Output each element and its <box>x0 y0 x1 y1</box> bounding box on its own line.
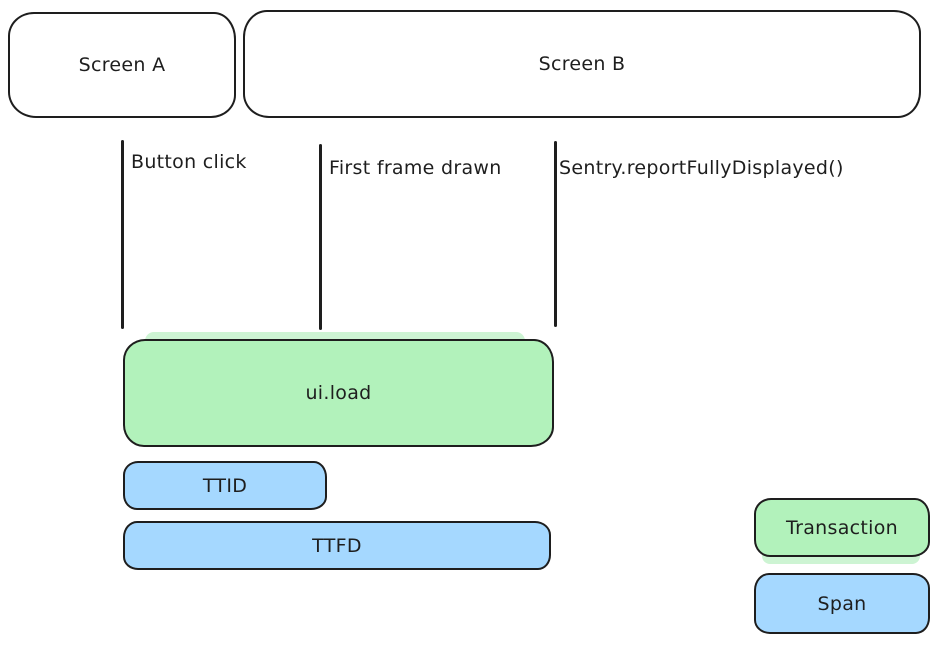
legend-span-box: Span <box>754 573 930 634</box>
legend-transaction-box: Transaction <box>754 498 930 557</box>
ttfd-label: TTFD <box>312 534 362 557</box>
first-frame-drawn-marker-line <box>319 144 322 330</box>
screen-a-label: Screen A <box>78 54 166 76</box>
report-fully-displayed-label: Sentry.reportFullyDisplayed() <box>559 157 844 179</box>
screen-b-label: Screen B <box>538 53 626 75</box>
report-fully-displayed-marker-line <box>554 141 557 327</box>
legend-span-label: Span <box>817 592 867 615</box>
ttid-label: TTID <box>202 474 248 497</box>
ttid-span-bar: TTID <box>123 461 327 510</box>
ui-load-transaction-bar: ui.load <box>123 339 554 447</box>
ttfd-span-bar: TTFD <box>123 521 551 570</box>
first-frame-drawn-label: First frame drawn <box>329 157 502 179</box>
button-click-label: Button click <box>131 151 247 173</box>
legend-transaction-label: Transaction <box>786 516 898 539</box>
screen-a-box: Screen A <box>8 12 236 118</box>
button-click-marker-line <box>121 140 124 329</box>
ui-load-label: ui.load <box>305 382 372 404</box>
screen-b-box: Screen B <box>243 10 921 118</box>
